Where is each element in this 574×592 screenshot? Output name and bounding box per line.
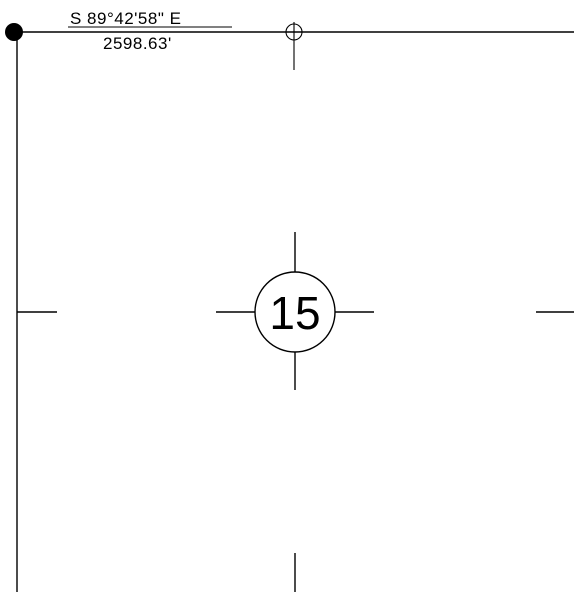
quarter-corner-icon	[285, 22, 303, 70]
section-number-label: 15	[269, 287, 320, 339]
bearing-label: S 89°42'58" E	[70, 9, 181, 28]
center-crosshair	[216, 232, 374, 390]
found-monument-icon	[5, 23, 23, 41]
section-circle-icon	[254, 271, 336, 353]
distance-label: 2598.63'	[103, 34, 172, 53]
